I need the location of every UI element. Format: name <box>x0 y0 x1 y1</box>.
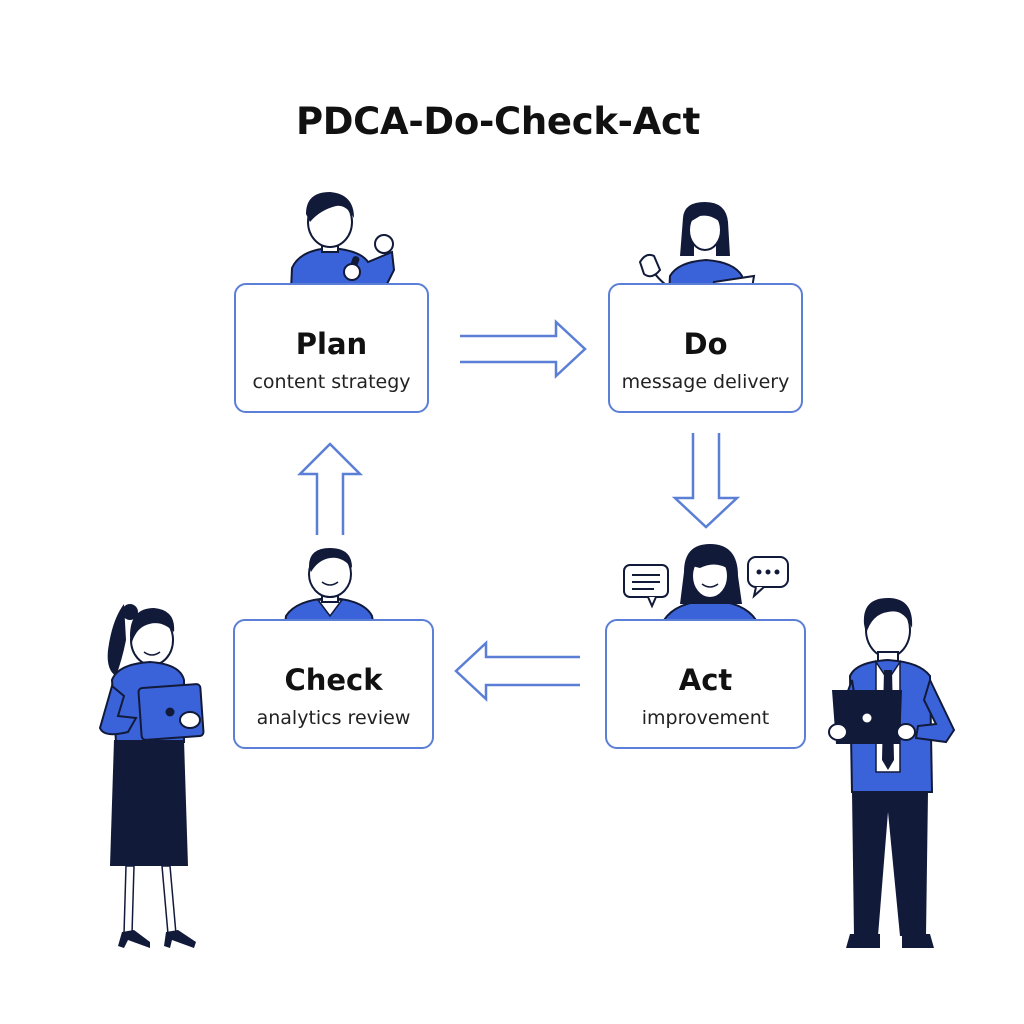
do-box: Do message delivery <box>608 283 803 413</box>
arrow-down-icon <box>671 433 741 529</box>
woman-with-tablet-icon <box>98 604 205 948</box>
man-with-laptop-icon <box>828 598 956 948</box>
check-description: analytics review <box>256 707 411 729</box>
arrow-right-icon <box>460 319 587 379</box>
plan-box: Plan content strategy <box>234 283 429 413</box>
arrow-up-icon <box>296 442 364 535</box>
check-label: Check <box>284 663 383 697</box>
do-description: message delivery <box>621 371 790 393</box>
do-label: Do <box>683 327 728 361</box>
check-box: Check analytics review <box>233 619 434 749</box>
act-label: Act <box>678 663 733 697</box>
act-box: Act improvement <box>605 619 806 749</box>
plan-label: Plan <box>295 327 368 361</box>
plan-description: content strategy <box>252 371 411 393</box>
arrow-left-icon <box>454 640 580 702</box>
diagram-title: PDCA-Do-Check-Act <box>295 100 701 143</box>
act-description: improvement <box>641 707 770 729</box>
